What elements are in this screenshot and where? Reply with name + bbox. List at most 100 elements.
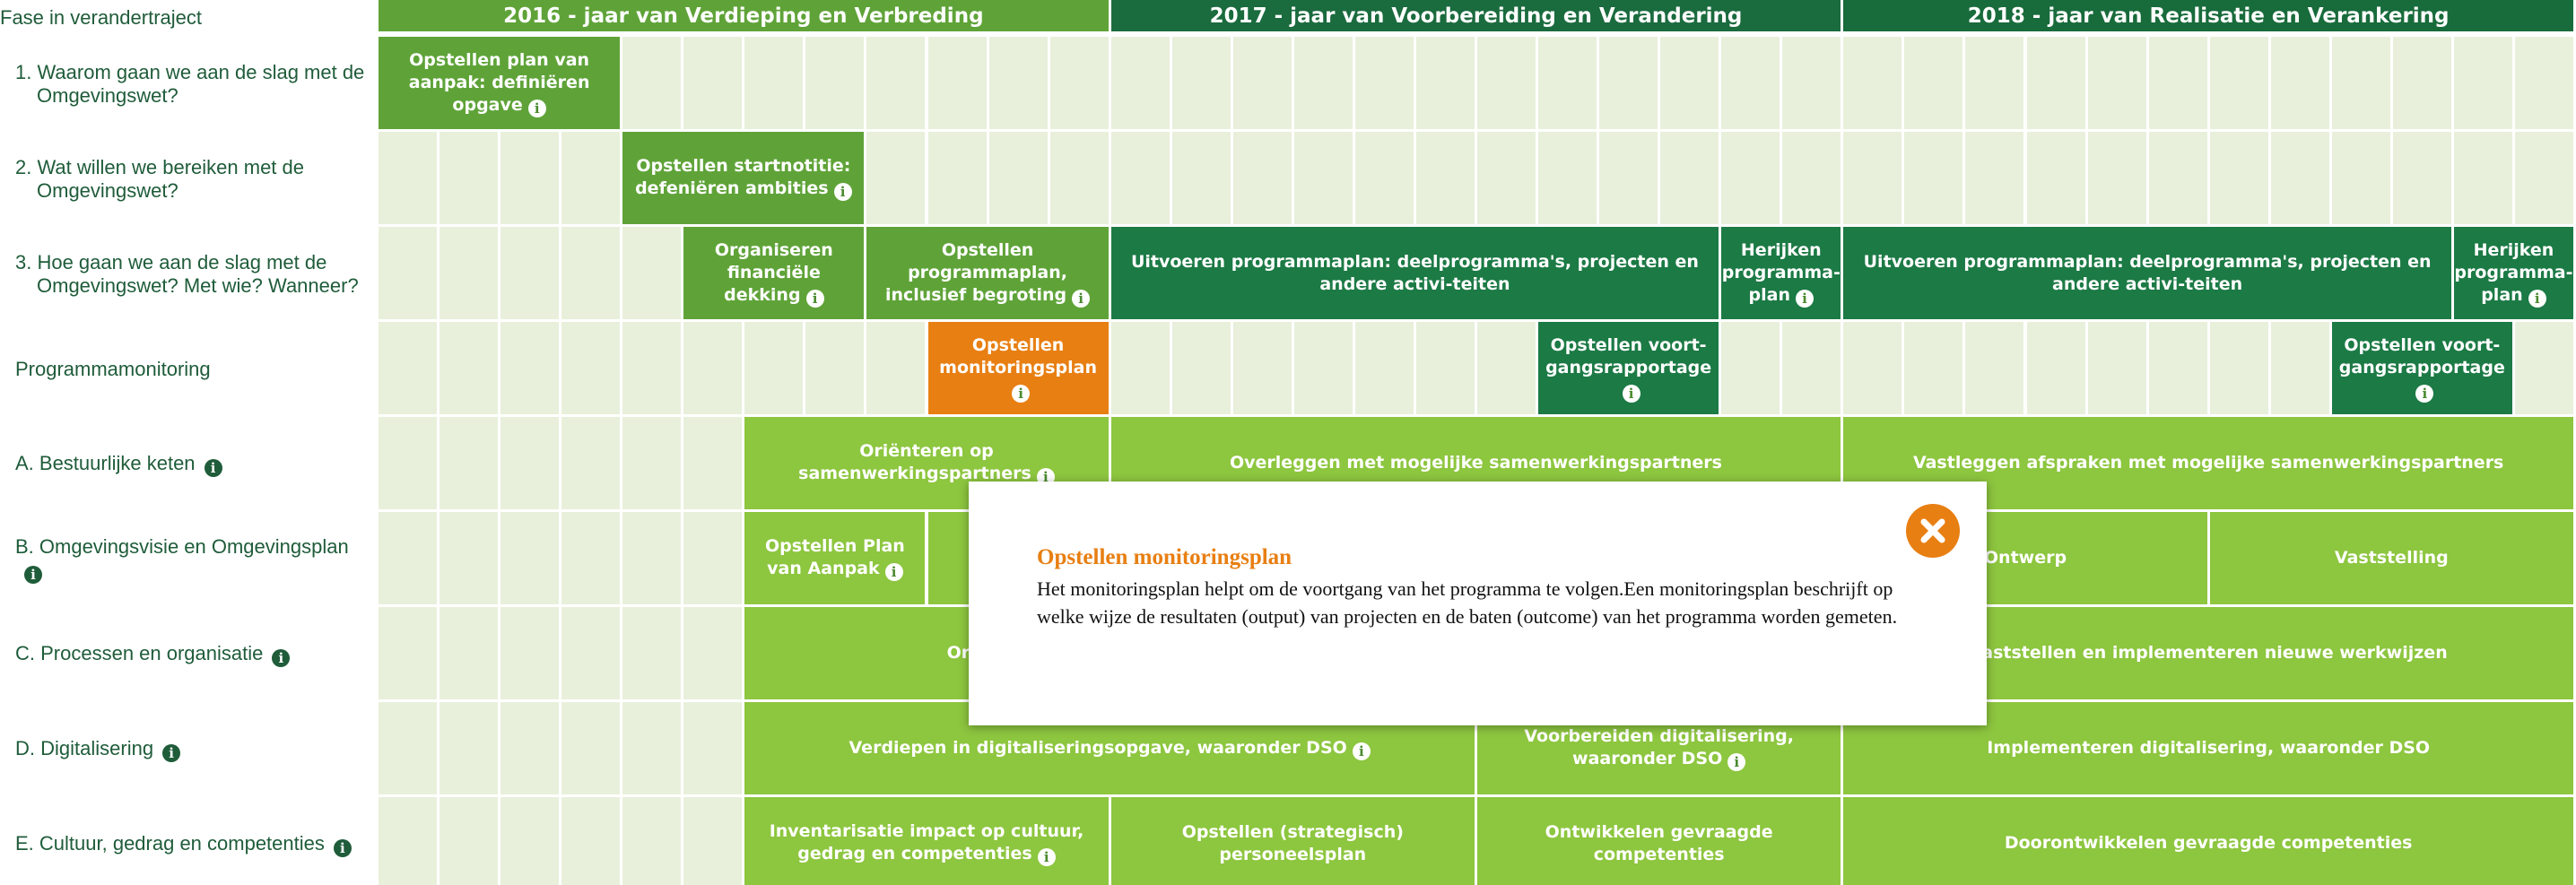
info-icon[interactable]: i [24,566,42,584]
grid-cell [1415,132,1477,227]
info-icon[interactable]: i [2415,384,2434,403]
grid-cell [683,512,745,607]
row-label: 1. Waarom gaan we aan de slag met de Omg… [0,37,375,132]
activity-bar-label: Voorbereiden digitalisering, waaronder D… [1524,726,1794,768]
info-icon[interactable]: i [1072,289,1091,308]
grid-cell [561,322,623,417]
grid-cell [1110,132,1172,227]
activity-bar[interactable]: Opstellen plan van aanpak: definiëren op… [379,37,623,132]
row-label: 2. Wat willen we bereiken met de Omgevin… [0,132,375,227]
activity-bar[interactable]: Inventarisatie impact op cultuur, gedrag… [744,797,1111,885]
activity-bar[interactable]: Opstellen voort-gangsrapportagei [2331,322,2515,417]
grid-cell [622,227,684,322]
grid-cell [561,227,623,322]
grid-cell [2514,37,2576,132]
grid-cell [1538,37,1600,132]
grid-cell [1538,132,1600,227]
info-icon[interactable]: i [1796,289,1815,308]
info-icon[interactable]: i [333,839,352,857]
grid-cell [1721,132,1783,227]
grid-cell [1599,37,1661,132]
info-icon[interactable]: i [204,459,222,477]
info-icon[interactable]: i [1352,742,1371,760]
activity-bar[interactable]: Opstellen startnotitie: defeniëren ambit… [622,132,867,227]
info-icon[interactable]: i [884,563,903,581]
grid-cell [622,607,684,702]
grid-cell [2209,37,2271,132]
grid-cell [500,227,562,322]
info-icon[interactable]: i [805,289,824,308]
info-icon[interactable]: i [1037,848,1056,866]
activity-bar[interactable]: Ontwikkelen gevraagde competenties [1477,797,1844,885]
info-icon[interactable]: i [1622,384,1640,403]
grid-cell [561,512,623,607]
activity-bar[interactable]: Uitvoeren programmaplan: deelprogramma's… [1110,227,1722,322]
grid-cell [500,132,562,227]
row-label: Programmamonitoring [0,322,375,417]
activity-bar[interactable]: Uitvoeren programmaplan: deelprogramma's… [1843,227,2454,322]
activity-bar-label: Uitvoeren programmaplan: deelprogramma's… [1130,251,1699,294]
grid-cell [561,797,623,885]
grid-cell [866,132,928,227]
year-header: 2017 - jaar van Voorbereiding en Verande… [1110,0,1844,34]
info-icon[interactable]: i [1012,384,1031,403]
grid-cell [1843,132,1905,227]
grid-cell [1904,322,1966,417]
activity-bar[interactable]: Opstellen programmaplan, inclusief begro… [866,227,1111,322]
info-icon[interactable]: i [2528,289,2546,308]
grid-cell [2026,132,2088,227]
activity-bar[interactable]: Opstellen monitoringsplani [927,322,1111,417]
grid-cell [744,322,806,417]
grid-cell [622,417,684,512]
grid-cell [2453,132,2515,227]
grid-cell [805,37,867,132]
info-icon[interactable]: i [162,744,181,762]
grid-cell [988,132,1050,227]
grid-cell [2331,37,2393,132]
activity-bar-label: Implementeren digitalisering, waaronder … [1987,738,2431,758]
year-header: 2018 - jaar van Realisatie en Verankerin… [1843,0,2576,34]
grid-cell [622,322,684,417]
phase-header-label: Fase in verandertraject [0,6,202,29]
activity-bar[interactable]: Doorontwikkelen gevraagde competenties [1843,797,2576,885]
info-icon[interactable]: i [272,649,291,667]
grid-cell [1354,132,1416,227]
popup-title: Opstellen monitoringsplan [1037,545,1292,569]
activity-bar[interactable]: Vaststelling [2209,512,2576,607]
row-label[interactable]: B. Omgevingsvisie en Omgevingsplani [0,512,375,607]
info-icon[interactable]: i [1727,753,1746,771]
grid-cell [2392,132,2454,227]
grid-cell [439,702,501,797]
grid-cell [866,37,928,132]
activity-bar-label: Ontwikkelen gevraagde competenties [1545,821,1773,864]
info-icon[interactable]: i [833,183,852,201]
grid-cell [683,702,745,797]
grid-cell [1232,322,1294,417]
grid-cell [1721,37,1783,132]
info-icon[interactable]: i [527,99,546,117]
row-label-text: B. Omgevingsvisie en Omgevingsplani [15,535,349,584]
grid-cell [1171,322,1233,417]
grid-cell [439,512,501,607]
activity-bar[interactable]: Opstellen voort-gangsrapportagei [1538,322,1722,417]
row-label: 3. Hoe gaan we aan de slag met de Omgevi… [0,227,375,322]
grid-cell [2087,37,2149,132]
grid-cell [439,797,501,885]
grid-cell [1843,37,1905,132]
close-button[interactable] [1906,504,1960,558]
activity-bar-label: Uitvoeren programmaplan: deelprogramma's… [1863,251,2432,294]
activity-bar-label: Vaststellen en implementeren nieuwe werk… [1969,643,2448,663]
grid-cell [2392,37,2454,132]
activity-bar[interactable]: Opstellen (strategisch) personeelsplan [1110,797,1477,885]
